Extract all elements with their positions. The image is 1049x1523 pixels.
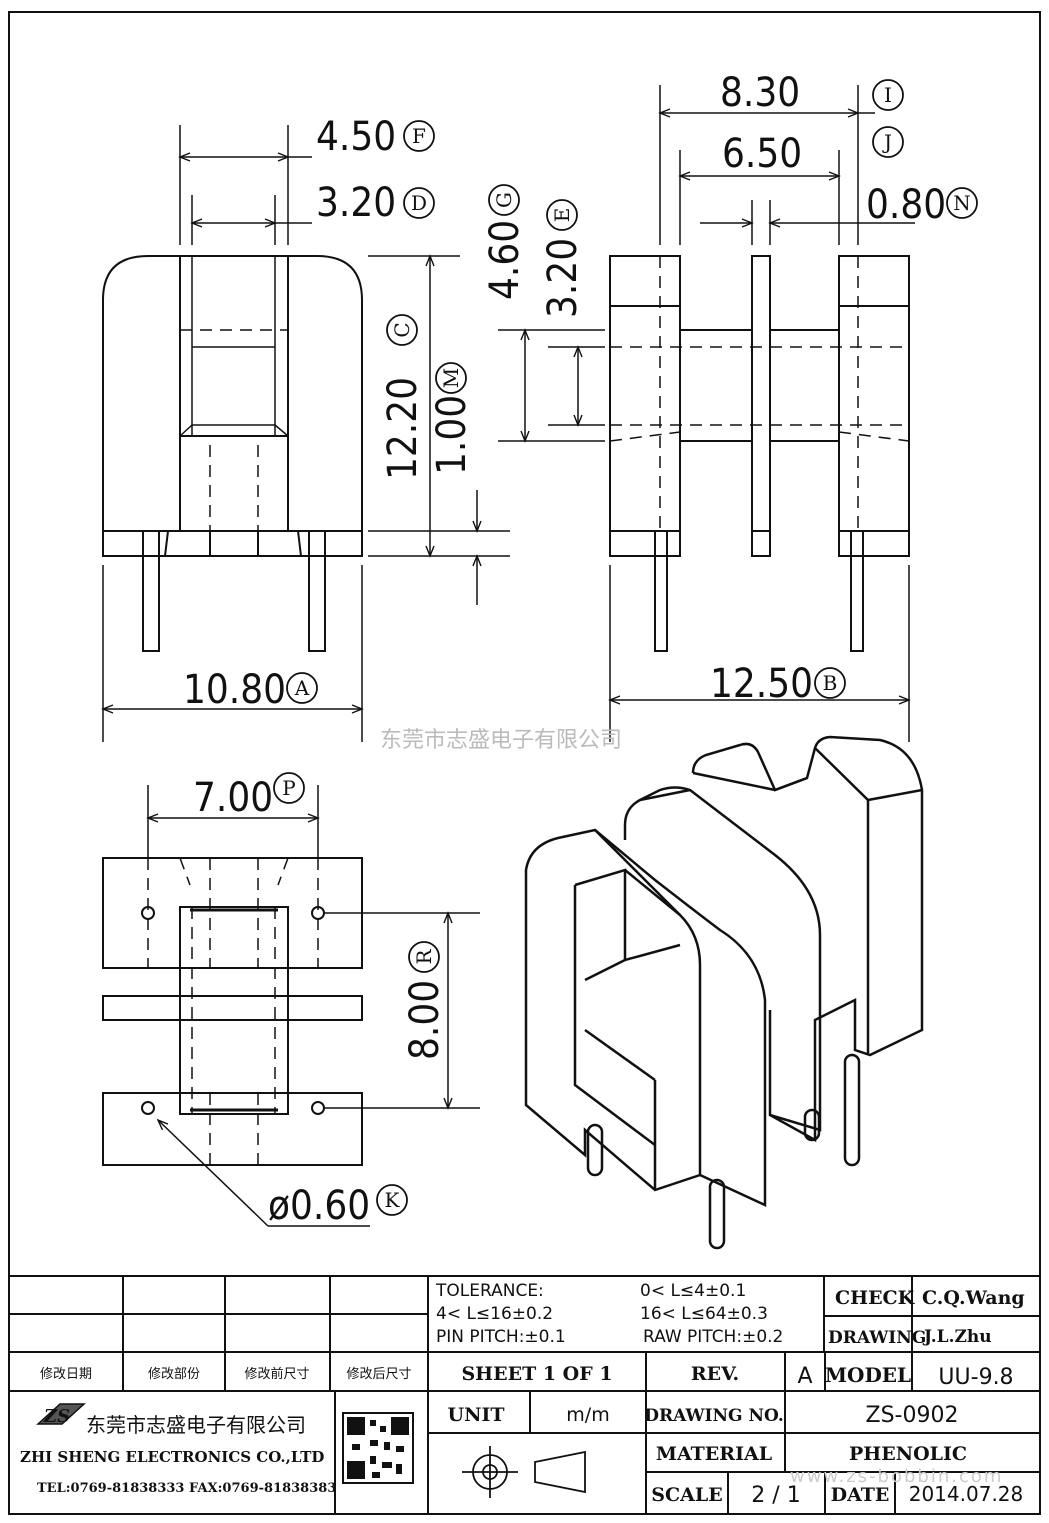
watermark-text: 东莞市志盛电子有限公司 xyxy=(380,728,622,753)
model-label: MODEL xyxy=(825,1363,911,1387)
raw-pitch: RAW PITCH:±0.2 xyxy=(643,1327,783,1347)
tolerance-2: 4< L≤16±0.2 xyxy=(436,1304,553,1324)
dimension-labels: 4.50 F 3.20 D 8.30 I 6.50 J 0.80 N 12.20… xyxy=(183,70,978,1229)
company-logo-letters: ZS xyxy=(43,1406,70,1427)
dim-k-value: ø0.60 xyxy=(268,1183,370,1229)
dim-e-mark: E xyxy=(550,208,574,223)
dim-f-mark: F xyxy=(412,124,426,148)
date-value: 2014.07.28 xyxy=(909,1482,1024,1506)
check-value: C.Q.Wang xyxy=(922,1287,1025,1309)
dim-p-mark: P xyxy=(282,776,295,800)
sheet-text: SHEET 1 OF 1 xyxy=(461,1363,612,1385)
material-value: PHENOLIC xyxy=(849,1443,967,1465)
rev-label: REV. xyxy=(691,1363,739,1385)
dim-m-mark: M xyxy=(439,368,463,388)
qr-code-icon xyxy=(342,1412,414,1484)
company-name-en: ZHI SHENG ELECTRONICS CO.,LTD xyxy=(20,1448,324,1466)
watermark-url: www.zs-bobbin.com xyxy=(790,1466,1003,1487)
company-logo xyxy=(36,1403,86,1425)
dim-a-mark: A xyxy=(294,676,310,700)
rev-value: A xyxy=(797,1364,812,1389)
tolerance-3: 16< L≤64±0.3 xyxy=(640,1304,768,1324)
title-block xyxy=(9,1275,1040,1514)
dim-p-value: 7.00 xyxy=(193,775,273,821)
dim-d-value: 3.20 xyxy=(316,180,396,226)
dim-b-mark: B xyxy=(823,671,838,695)
tolerance-label: TOLERANCE: xyxy=(435,1281,544,1301)
unit-label: UNIT xyxy=(448,1404,505,1426)
dim-r-value: 8.00 xyxy=(402,980,448,1060)
dim-i-mark: I xyxy=(884,83,892,107)
dim-r-mark: R xyxy=(412,949,436,965)
scale-label: SCALE xyxy=(651,1484,722,1506)
company-contact: TEL:0769-81838333 FAX:0769-81838383 xyxy=(37,1481,336,1496)
drawing-label: DRAWING xyxy=(828,1328,926,1348)
dim-f-value: 4.50 xyxy=(316,114,396,160)
isometric-view xyxy=(524,735,924,1250)
dim-b-value: 12.50 xyxy=(710,661,813,707)
check-label: CHECK xyxy=(835,1287,916,1309)
dim-c-value: 12.20 xyxy=(380,377,426,480)
dim-c-mark: C xyxy=(390,322,414,337)
tolerance-1: 0< L≤4±0.1 xyxy=(640,1281,746,1301)
unit-value: m/m xyxy=(566,1404,609,1426)
dim-j-value: 6.50 xyxy=(722,131,802,177)
rev-col-3: 修改前尺寸 xyxy=(244,1366,309,1382)
pin-pitch: PIN PITCH:±0.1 xyxy=(436,1327,566,1347)
dim-i-value: 8.30 xyxy=(720,70,800,116)
front-view xyxy=(102,255,363,652)
dim-a-value: 10.80 xyxy=(183,667,286,713)
drawing-no-value: ZS-0902 xyxy=(866,1403,959,1428)
rev-col-4: 修改后尺寸 xyxy=(346,1367,411,1382)
dim-g-value: 4.60 xyxy=(482,220,528,300)
rev-col-1: 修改日期 xyxy=(40,1367,92,1382)
dim-n-mark: N xyxy=(953,191,971,215)
rev-col-2: 修改部份 xyxy=(148,1367,200,1382)
scale-value: 2 / 1 xyxy=(751,1483,800,1508)
dim-m-value: 1.00 xyxy=(429,395,475,475)
title-block-text: TOLERANCE: 0< L≤4±0.1 4< L≤16±0.2 16< L≤… xyxy=(20,1281,1025,1508)
dim-g-mark: G xyxy=(492,192,516,208)
dim-n-value: 0.80 xyxy=(866,182,946,228)
dim-d-mark: D xyxy=(411,191,427,215)
date-label: DATE xyxy=(831,1484,890,1506)
drawing-value: J.L.Zhu xyxy=(922,1327,992,1347)
model-value: UU-9.8 xyxy=(938,1365,1013,1390)
drawing-no-label: DRAWING NO. xyxy=(644,1406,784,1426)
projection-symbol-icon xyxy=(462,1446,586,1498)
side-view xyxy=(609,255,910,652)
dim-k-mark: K xyxy=(385,1188,401,1212)
outer-border xyxy=(8,11,1041,1515)
dim-j-mark: J xyxy=(882,130,892,154)
bottom-view xyxy=(102,857,363,1166)
material-label: MATERIAL xyxy=(656,1443,772,1465)
dim-e-value: 3.20 xyxy=(540,238,586,318)
company-name-cn: 东莞市志盛电子有限公司 xyxy=(86,1413,306,1437)
